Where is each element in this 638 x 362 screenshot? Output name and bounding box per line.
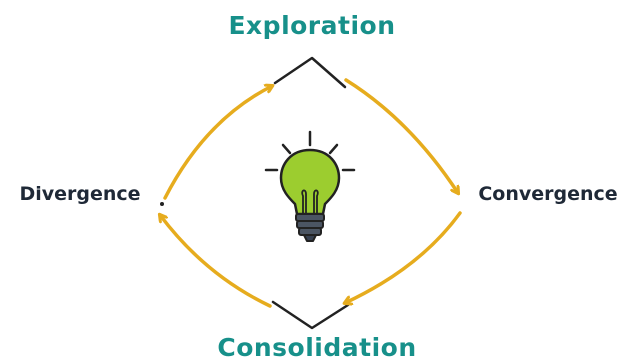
arrow-divergence-to-exploration xyxy=(163,86,272,200)
consolidation-label: Consolidation xyxy=(217,333,416,362)
exploration-label: Exploration xyxy=(228,11,395,40)
left-dot xyxy=(160,202,164,206)
divergence-label: Divergence xyxy=(19,183,140,205)
lightbulb-icon xyxy=(264,130,356,242)
arrow-consolidation-to-divergence xyxy=(160,215,272,308)
arrow-convergence-to-consolidation xyxy=(345,211,462,303)
bottom-connector xyxy=(271,300,350,330)
arrow-exploration-to-convergence xyxy=(344,78,458,193)
top-connector xyxy=(273,56,347,89)
convergence-label: Convergence xyxy=(478,183,617,205)
